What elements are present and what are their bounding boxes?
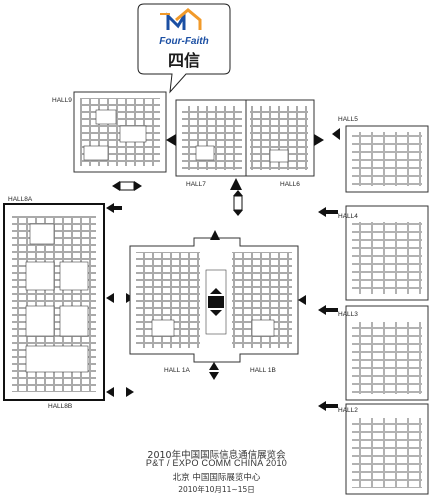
hall1a-label: HALL 1A (164, 367, 190, 374)
hall8[interactable]: HALL8A HALL8B (3, 196, 105, 410)
entrance-arrow (209, 230, 306, 380)
entrance-arrow (318, 207, 338, 217)
hall3[interactable]: HALL3 (338, 305, 429, 401)
entrance-arrow (332, 128, 340, 140)
hall8b-label: HALL8B (48, 403, 72, 410)
four-faith-logo-icon (160, 8, 202, 30)
corridor-connector (112, 181, 142, 191)
entrance-arrow (166, 134, 324, 190)
hall5-label: HALL5 (338, 116, 358, 123)
four-faith-logo-callout: Four-Faith 四信 (137, 3, 231, 94)
logo-chinese-text: 四信 (168, 51, 200, 70)
hall7-label: HALL7 (186, 181, 206, 188)
hall6-label: HALL6 (280, 181, 300, 188)
corridor-connector (233, 190, 243, 216)
hall9[interactable]: HALL9 (52, 91, 167, 173)
hall4[interactable]: HALL4 (338, 205, 429, 301)
hall1b-label: HALL 1B (250, 367, 276, 374)
hall9-label: HALL9 (52, 97, 72, 104)
logo-brand-text: Four-Faith (159, 36, 208, 47)
hall4-label: HALL4 (338, 213, 358, 220)
hall1[interactable]: HALL 1A HALL 1B (129, 237, 299, 374)
hall5[interactable]: HALL5 (338, 116, 429, 193)
hall7-hall6[interactable]: HALL7 HALL6 (175, 99, 315, 188)
entrance-arrow (318, 305, 338, 315)
footer-title-cn: 2010年中国国际信息通信展览会 (147, 450, 286, 461)
footer-dates: 2010年10月11~15日 (178, 485, 255, 494)
hall8a-label: HALL8A (8, 196, 33, 203)
footer-venue: 北京 中国国际展览中心 (172, 473, 261, 483)
entrance-arrow (318, 401, 338, 411)
callout-bubble (137, 3, 231, 94)
entrance-arrow (106, 203, 134, 397)
hall3-label: HALL3 (338, 311, 358, 318)
hall2[interactable]: HALL2 (338, 403, 429, 495)
hall2-label: HALL2 (338, 407, 358, 414)
footer-title-en: P&T / EXPO COMM CHINA 2010 (145, 458, 288, 468)
